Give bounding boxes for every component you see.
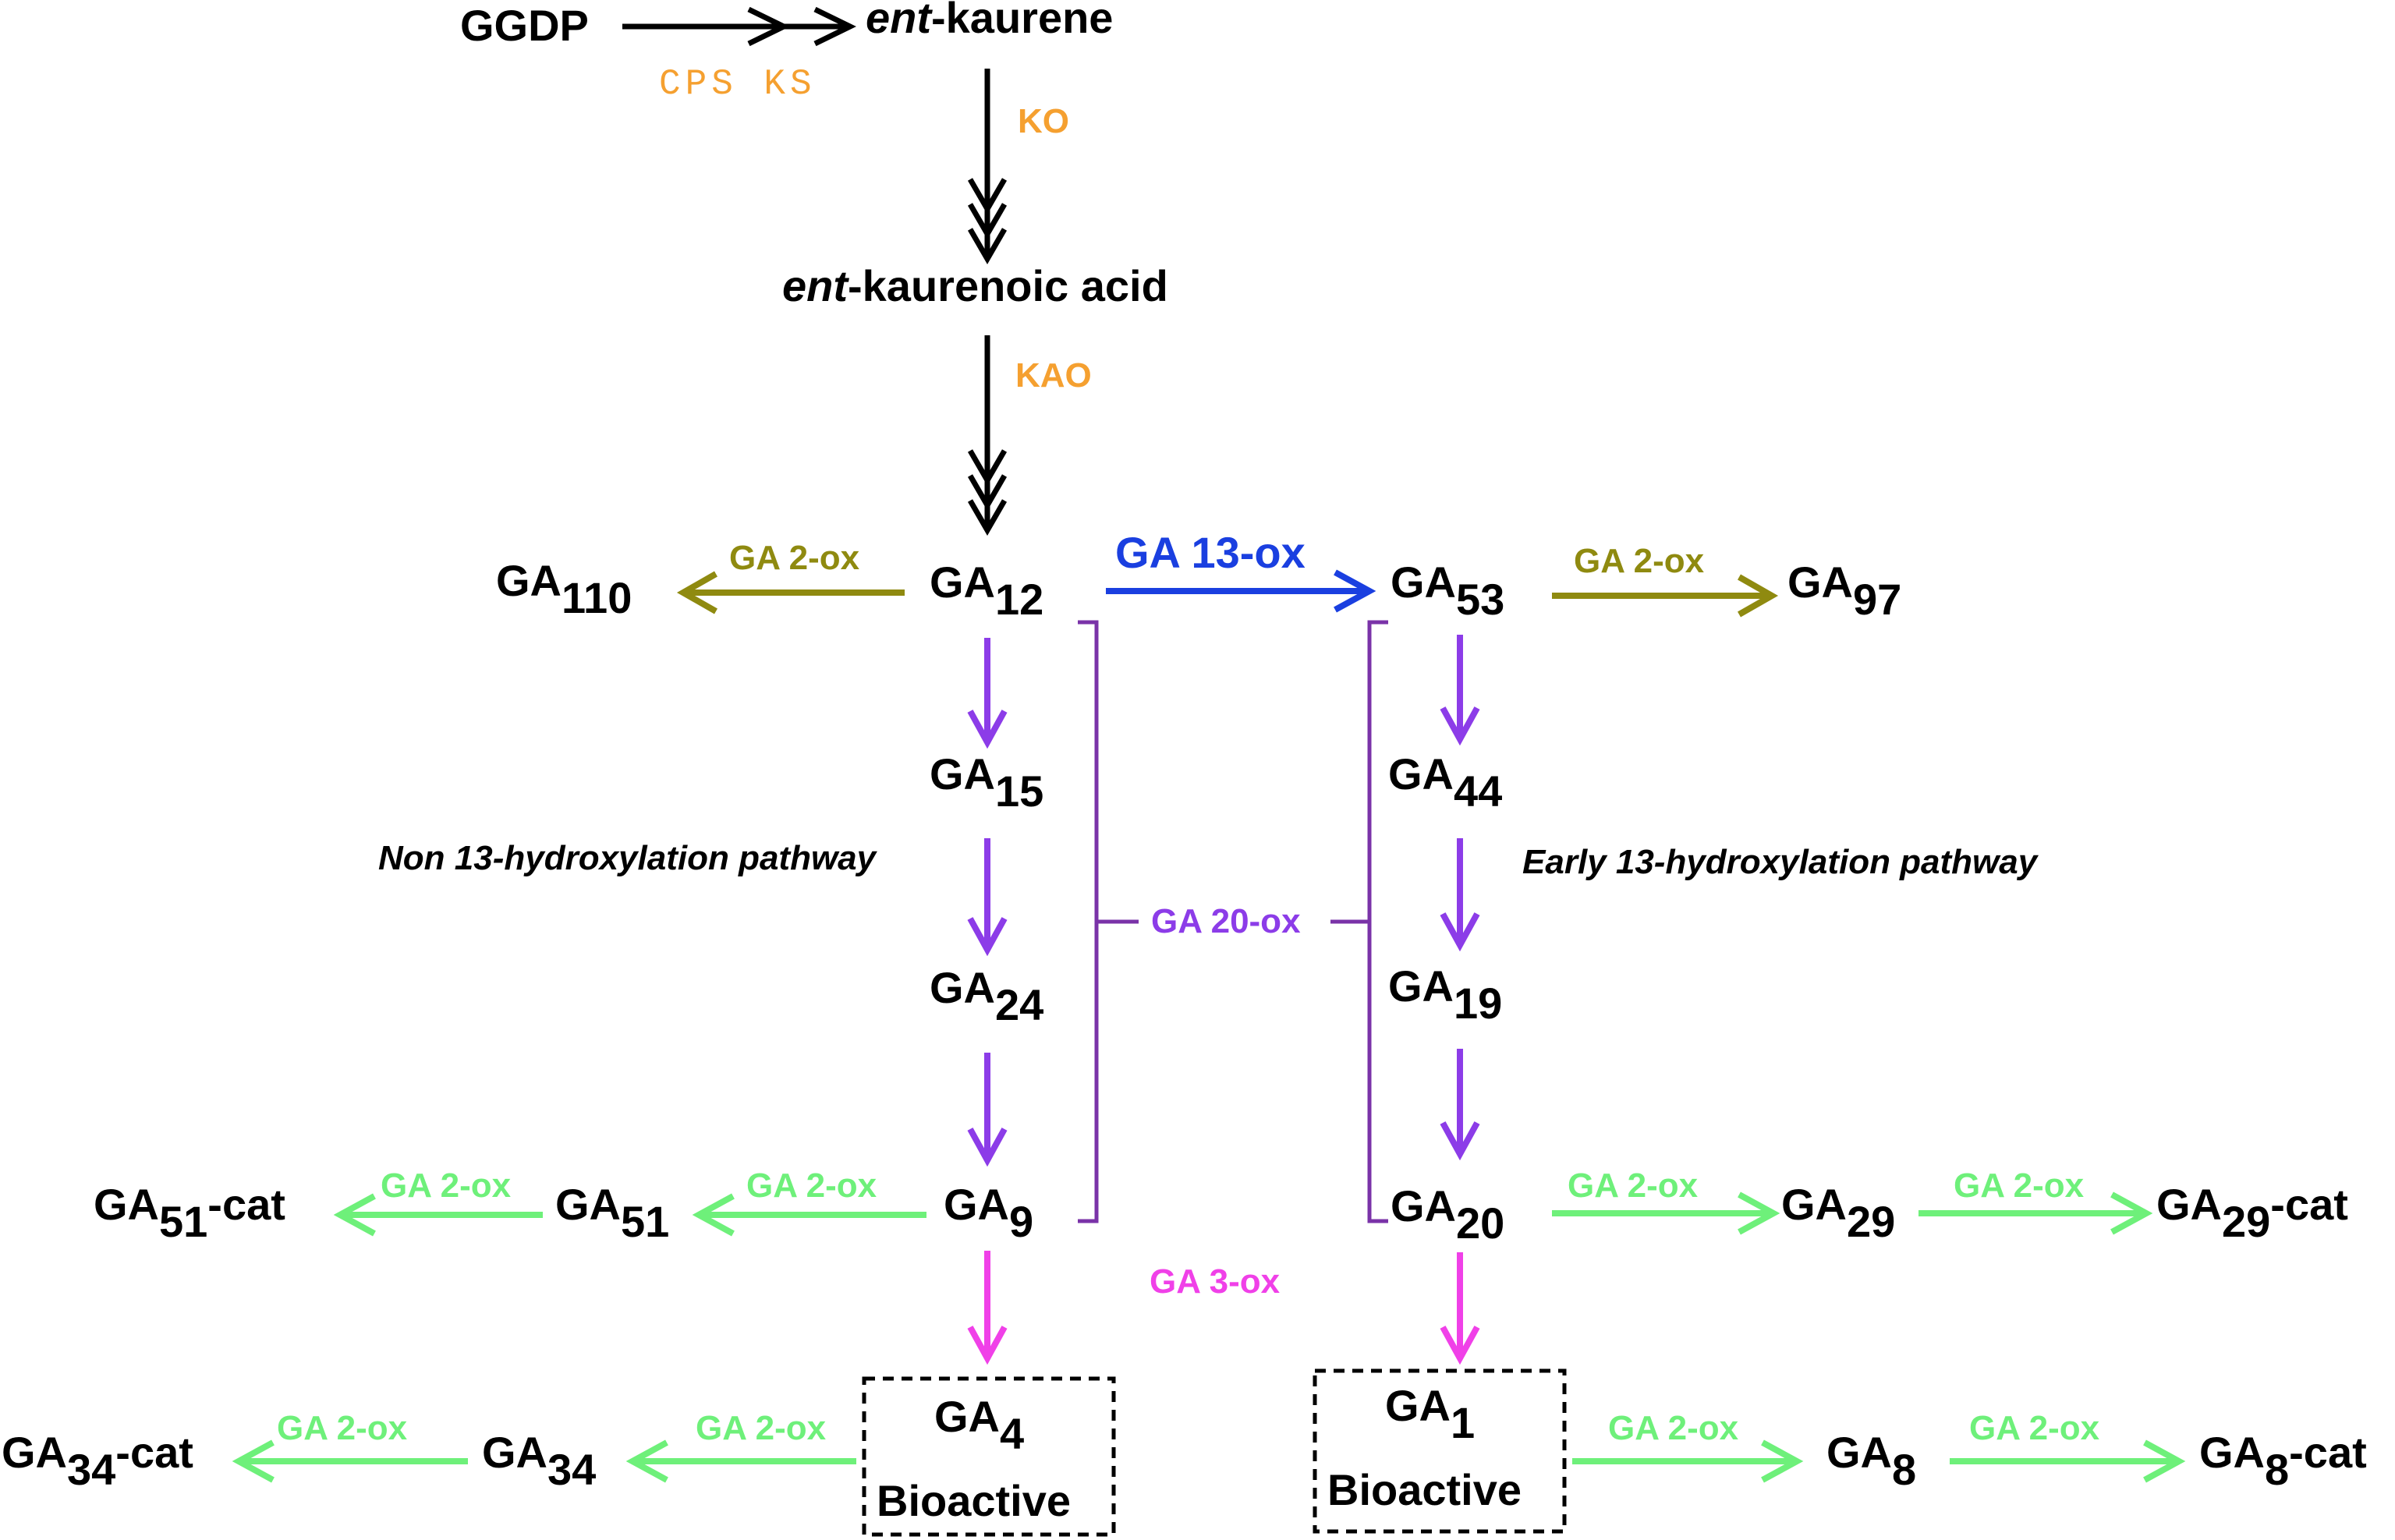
svg-text:GA24: GA24 — [930, 963, 1043, 1029]
bioactive-box-ga1: GA1 Bioactive — [1313, 1368, 1567, 1534]
enzyme-ga2ox-ga34cat: GA 2-ox — [277, 1409, 408, 1447]
arrow-kaurenoic-to-ga12 — [967, 335, 1008, 536]
label-early-13-hydroxylation-pathway: Early 13-hydroxylation pathway — [1522, 843, 2039, 881]
svg-text:GA51: GA51 — [555, 1180, 669, 1246]
node-ga97: GA97 — [1787, 558, 1901, 624]
svg-text:ent-kaurenoic acid: ent-kaurenoic acid — [782, 261, 1168, 310]
svg-text:GA34-cat: GA34-cat — [2, 1428, 193, 1494]
node-ga24: GA24 — [930, 963, 1043, 1029]
enzyme-ga3ox: GA 3-ox — [1150, 1262, 1281, 1301]
node-ga110: GA110 — [496, 556, 632, 622]
svg-text:GGDP: GGDP — [460, 1, 589, 50]
svg-text:GA19: GA19 — [1388, 961, 1502, 1028]
enzyme-ga2ox-ga97: GA 2-ox — [1574, 542, 1705, 580]
enzyme-ga13ox: GA 13-ox — [1115, 528, 1306, 577]
node-ga19: GA19 — [1388, 961, 1502, 1028]
svg-text:GA51-cat: GA51-cat — [94, 1180, 285, 1246]
arrow-ga44-to-ga19 — [1440, 838, 1480, 952]
arrow-ga51-to-ga51cat — [333, 1193, 543, 1237]
node-ent-kaurenoic-acid: ent-kaurenoic acid — [782, 261, 1168, 310]
arrow-ga4-to-ga34 — [625, 1439, 856, 1483]
enzyme-ga2ox-ga29cat: GA 2-ox — [1954, 1167, 2085, 1205]
arrow-ga20-to-ga1 — [1440, 1252, 1480, 1365]
arrow-kaurene-to-kaurenoic — [967, 69, 1008, 264]
node-ga44: GA44 — [1388, 749, 1502, 816]
arrow-ga9-to-ga51 — [692, 1193, 926, 1237]
bioactive-box-ga4: GA4 Bioactive — [862, 1376, 1116, 1537]
bioactive-label-ga4: Bioactive — [877, 1476, 1071, 1525]
enzyme-ga20ox: GA 20-ox — [1151, 902, 1301, 940]
enzyme-ga2ox-ga51cat: GA 2-ox — [381, 1167, 512, 1205]
node-ga15: GA15 — [930, 749, 1043, 816]
node-ga29-cat: GA29-cat — [2156, 1180, 2348, 1246]
arrow-ga1-to-ga8 — [1572, 1439, 1804, 1483]
arrow-ga12-to-ga53 — [1106, 569, 1376, 613]
node-ent-kaurene: ent-kaurene — [866, 0, 1113, 42]
svg-text:GA20: GA20 — [1391, 1181, 1504, 1248]
arrow-ga29-to-ga29cat — [1918, 1191, 2153, 1235]
node-ggdp: GGDP — [460, 1, 589, 50]
enzyme-cps-ks: CPS KS — [659, 64, 817, 104]
svg-text:GA1: GA1 — [1385, 1381, 1475, 1447]
enzyme-ga2ox-ga110: GA 2-ox — [729, 539, 860, 577]
node-ga8: GA8 — [1826, 1428, 1916, 1494]
arrow-ga34-to-ga34cat — [232, 1439, 468, 1483]
node-ga34-cat: GA34-cat — [2, 1428, 193, 1494]
arrow-ga12-to-ga110 — [676, 571, 905, 614]
svg-text:GA34: GA34 — [482, 1428, 596, 1494]
enzyme-ga2ox-ga34: GA 2-ox — [696, 1409, 827, 1447]
arrow-ga20-to-ga29 — [1552, 1191, 1780, 1235]
arrow-ggdp-to-kaurene — [622, 6, 856, 47]
arrow-ga9-to-ga4 — [967, 1251, 1008, 1365]
arrow-ga15-to-ga24 — [967, 838, 1008, 957]
node-ga9: GA9 — [944, 1180, 1033, 1246]
svg-text:GA97: GA97 — [1787, 558, 1901, 624]
svg-text:GA15: GA15 — [930, 749, 1043, 816]
enzyme-ga2ox-ga8cat: GA 2-ox — [1969, 1409, 2100, 1447]
svg-text:GA110: GA110 — [496, 556, 632, 622]
node-ga8-cat: GA8-cat — [2199, 1428, 2367, 1494]
enzyme-ga2ox-ga51: GA 2-ox — [746, 1167, 877, 1205]
node-ga34: GA34 — [482, 1428, 596, 1494]
arrow-ga19-to-ga20 — [1440, 1049, 1480, 1161]
svg-text:GA8: GA8 — [1826, 1428, 1916, 1494]
svg-text:GA29-cat: GA29-cat — [2156, 1180, 2348, 1246]
svg-text:GA8-cat: GA8-cat — [2199, 1428, 2367, 1494]
enzyme-kao: KAO — [1015, 356, 1092, 395]
node-ga53: GA53 — [1391, 558, 1504, 624]
svg-text:GA29: GA29 — [1781, 1180, 1895, 1246]
node-ga51: GA51 — [555, 1180, 669, 1246]
bracket-ga20ox — [1078, 620, 1388, 1223]
node-ga20: GA20 — [1391, 1181, 1504, 1248]
enzyme-ga2ox-ga8: GA 2-ox — [1608, 1409, 1739, 1447]
svg-text:GA53: GA53 — [1391, 558, 1504, 624]
svg-text:GA12: GA12 — [930, 558, 1043, 624]
svg-text:GA9: GA9 — [944, 1180, 1033, 1246]
node-ga51-cat: GA51-cat — [94, 1180, 285, 1246]
svg-text:GA44: GA44 — [1388, 749, 1502, 816]
arrow-ga12-to-ga15 — [967, 638, 1008, 749]
arrow-ga53-to-ga44 — [1440, 635, 1480, 746]
arrow-ga24-to-ga9 — [967, 1053, 1008, 1167]
node-ga29: GA29 — [1781, 1180, 1895, 1246]
enzyme-ko: KO — [1018, 102, 1069, 140]
enzyme-ga2ox-ga29: GA 2-ox — [1568, 1167, 1699, 1205]
node-ga12: GA12 — [930, 558, 1043, 624]
arrow-ga53-to-ga97 — [1552, 574, 1779, 618]
svg-text:GA4: GA4 — [934, 1392, 1024, 1458]
arrow-ga8-to-ga8cat — [1950, 1439, 2186, 1483]
svg-text:ent-kaurene: ent-kaurene — [866, 0, 1113, 42]
bioactive-label-ga1: Bioactive — [1327, 1465, 1522, 1514]
label-non-13-hydroxylation-pathway: Non 13-hydroxylation pathway — [378, 839, 878, 877]
